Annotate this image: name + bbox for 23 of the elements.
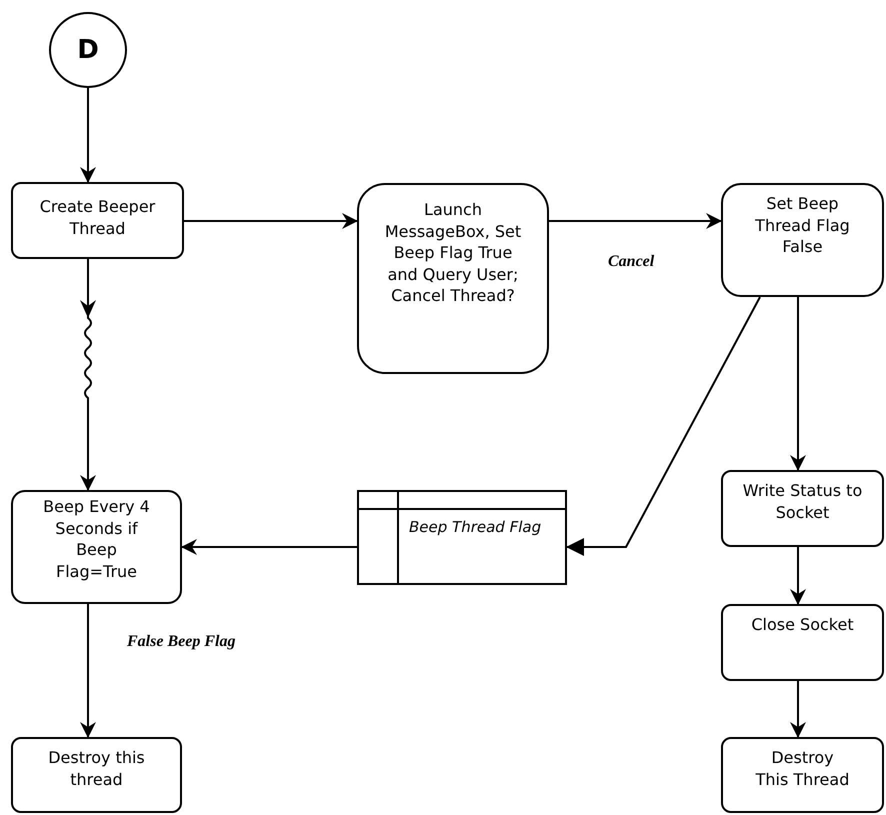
arrow: [790, 681, 806, 738]
process-box: Set Beep Thread Flag False: [721, 183, 884, 297]
arrow: [184, 213, 358, 229]
store-label: Beep Thread Flag: [409, 518, 542, 538]
data-store: [357, 490, 567, 585]
process-box: Close Socket: [721, 604, 884, 681]
arrow: [181, 539, 357, 555]
arrow: [80, 259, 96, 491]
arrow: [80, 604, 96, 738]
arrow: [80, 88, 96, 183]
arrow: [566, 296, 761, 556]
edge-label: False Beep Flag: [127, 633, 236, 651]
process-box: Beep Every 4 Seconds if Beep Flag=True: [11, 490, 182, 604]
arrow: [790, 547, 806, 605]
process-box: Destroy this thread: [11, 737, 182, 813]
process-box: Destroy This Thread: [721, 737, 884, 813]
edge-label: Cancel: [608, 253, 654, 271]
arrow: [790, 297, 806, 471]
connector-circle: D: [49, 12, 127, 88]
process-box: Write Status to Socket: [721, 470, 884, 547]
process-box: Launch MessageBox, Set Beep Flag True and Query User; Cancel Thread?: [357, 183, 549, 374]
process-box: Create Beeper Thread: [11, 182, 184, 259]
arrow: [549, 213, 722, 229]
